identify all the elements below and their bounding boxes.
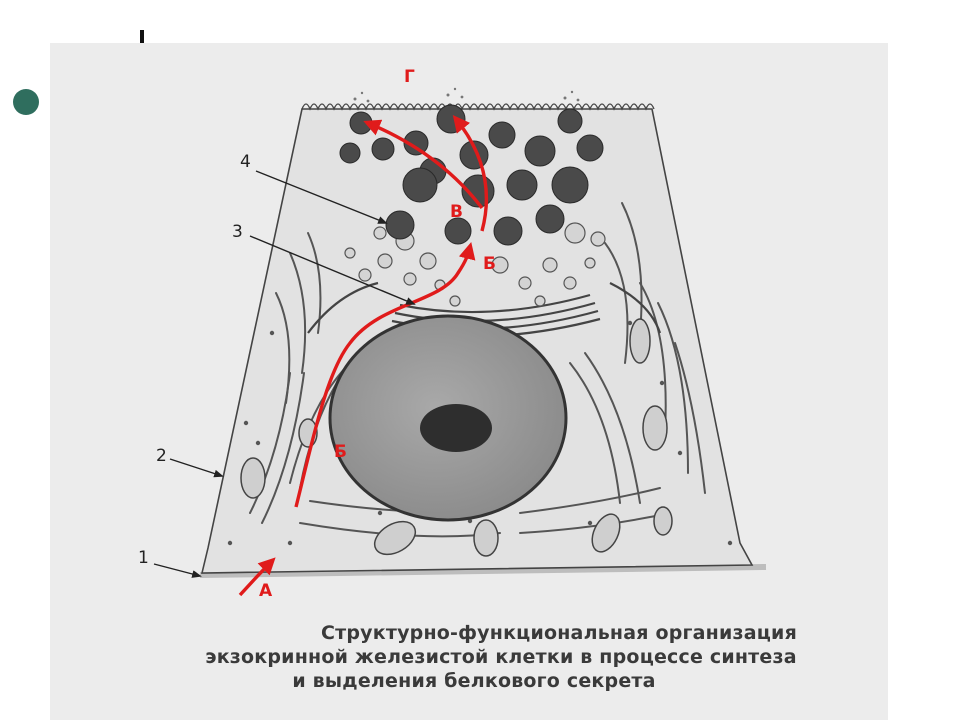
label-v: В bbox=[450, 202, 463, 222]
leader-lines bbox=[153, 170, 416, 578]
label-b-lower: Б bbox=[334, 442, 347, 462]
title-fragment-mark bbox=[140, 30, 144, 46]
cell-diagram: 1 2 3 4 А Б Б В Г bbox=[138, 67, 767, 601]
caption-line-2: экзокринной железистой клетки в процессе… bbox=[205, 646, 797, 668]
label-4: 4 bbox=[240, 152, 251, 172]
label-a: А bbox=[259, 581, 273, 601]
arrow-a bbox=[238, 557, 276, 597]
label-2: 2 bbox=[156, 446, 167, 466]
mitochondria bbox=[240, 318, 673, 557]
arrow-v-left bbox=[363, 119, 484, 210]
cell-diagram-panel: 1 2 3 4 А Б Б В Г Структурно-функциональ… bbox=[50, 43, 888, 720]
arrow-v-right bbox=[452, 115, 489, 232]
caption-line-3: и выделения белкового секрета bbox=[292, 670, 656, 692]
secretion-release bbox=[353, 87, 580, 103]
label-3: 3 bbox=[232, 222, 243, 242]
arrow-b-lower bbox=[294, 242, 476, 508]
figure-caption: Структурно-функциональная организация эк… bbox=[50, 621, 888, 693]
label-g: Г bbox=[404, 67, 415, 87]
label-1: 1 bbox=[138, 548, 149, 568]
secretion-pathway bbox=[238, 115, 489, 597]
nucleus bbox=[328, 314, 568, 522]
label-b-upper: Б bbox=[483, 254, 496, 274]
diagram-labels: 1 2 3 4 А Б Б В Г bbox=[138, 67, 496, 601]
nucleolus bbox=[420, 404, 492, 452]
small-vesicles bbox=[344, 222, 606, 307]
microvilli bbox=[301, 103, 655, 111]
secretory-granules bbox=[339, 104, 604, 246]
bullet-dot bbox=[13, 89, 39, 115]
er-ribosomes bbox=[227, 320, 733, 546]
caption-line-1: Структурно-функциональная организация bbox=[321, 622, 797, 644]
